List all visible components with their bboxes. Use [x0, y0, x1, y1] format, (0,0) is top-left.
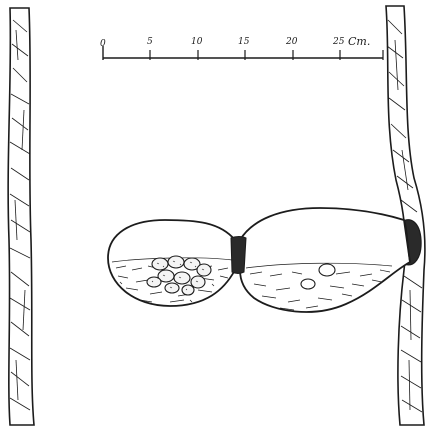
- scale-bar: 0 5 10 15 20 25 Cm.: [100, 35, 383, 60]
- septum: [231, 237, 246, 274]
- sphere: [152, 258, 168, 270]
- scale-label-5: 5: [147, 37, 153, 47]
- scale-label-15: 15: [238, 37, 250, 47]
- sphere: [168, 256, 184, 268]
- seed: [319, 264, 335, 276]
- seed: [301, 279, 315, 289]
- scale-unit-label: Cm.: [348, 35, 370, 48]
- sphere: [182, 285, 194, 295]
- gall-body: [108, 208, 410, 312]
- sphere: [147, 277, 161, 287]
- scale-label-25: 25: [332, 37, 345, 47]
- right-stem: [386, 6, 425, 425]
- scale-label-10: 10: [191, 37, 203, 47]
- left-stem: [8, 8, 34, 425]
- scale-label-20: 20: [285, 37, 298, 47]
- scale-label-0: 0: [100, 39, 106, 49]
- sphere: [174, 272, 190, 284]
